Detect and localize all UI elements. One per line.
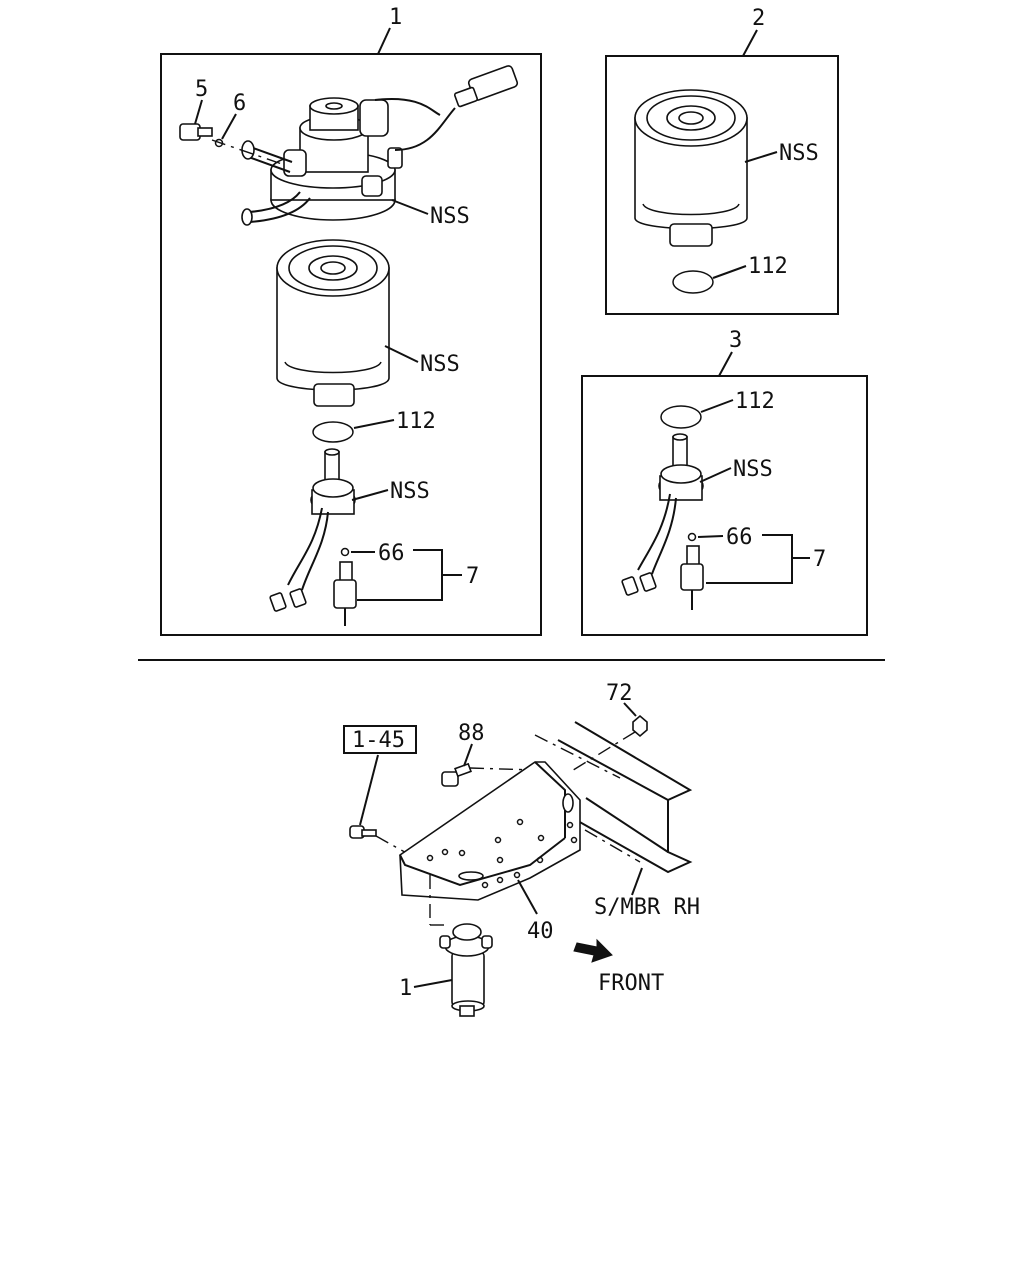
assembly-3-callout: 3 [729,328,742,353]
oring-112-1 [312,421,354,443]
nut-72-leader [623,702,637,717]
bolt-88 [441,762,472,787]
filter-head [241,65,519,226]
sensor-3-nss-leader [699,467,732,483]
filter-assy-1-callout: 1 [399,976,412,1001]
washer-6-callout: 6 [233,91,246,116]
water-sensor-3 [621,433,704,610]
bracket-40-callout: 40 [527,919,554,944]
assembly-1-leader [377,27,391,55]
front-arrow-icon [573,938,613,963]
water-sensor-1 [269,448,357,626]
head-nss-callout: NSS [430,204,470,229]
sensor-1-nss-leader [351,489,389,501]
assembly-1-callout: 1 [389,5,402,30]
nut-72-axis [569,731,636,773]
bolt-88-leader [463,743,473,767]
oring-112-3-callout: 112 [735,389,775,414]
filter-2-nss-leader [744,151,778,163]
filter-2-nss-callout: NSS [779,141,819,166]
filter-1-nss-leader [384,345,419,363]
assembly-1-frame [160,53,542,636]
side-member-label: S/MBR RH [594,895,700,920]
bolt-88-callout: 88 [458,721,485,746]
mounting-view: 72 88 1-45 [343,681,700,1017]
assembly-1-group: 1 [160,5,542,636]
bolt-1-45 [349,825,377,839]
nut-72 [632,714,648,738]
bolt-5-leader [194,99,203,125]
filter-1-nss-callout: NSS [420,352,460,377]
assembly-2-frame [605,55,839,315]
filter-assy-1-leader [413,979,453,988]
oring-112-1-leader [353,419,395,429]
ref-box-1-45 [343,725,417,754]
oring-66-1-callout: 66 [378,541,405,566]
bolt-5-callout: 5 [195,77,208,102]
oring-112-2-leader [712,265,747,279]
oring-66-3-leader [697,535,724,538]
assembly-3-group: 3 112 NSS 66 7 [581,328,868,636]
bracket-40 [399,761,581,901]
head-nss-leader [391,199,429,215]
bracket-40-leader [517,879,538,915]
front-label: FRONT [598,971,664,996]
ref-box-leader [359,754,379,826]
oring-66-3-callout: 66 [726,525,753,550]
filter-element-1 [276,239,390,407]
side-member-rail [534,721,693,874]
side-member-leader [631,867,643,896]
assembly-3-frame [581,375,868,636]
bolt-88-axis [469,767,536,771]
assembly-2-group: 2 NSS 112 [605,6,839,315]
assembly-2-callout: 2 [752,6,765,31]
ref-box-1-45-label: 1-45 [352,728,405,753]
oring-112-3-leader [700,399,734,413]
bolt-5 [179,123,213,141]
sensor-7-3-callout: 7 [813,547,826,572]
oring-112-1-callout: 112 [396,409,436,434]
washer-6-leader [221,113,237,140]
oring-112-2 [672,270,714,294]
oring-112-3 [660,405,702,429]
oring-112-2-callout: 112 [748,254,788,279]
assembly-2-leader [742,29,758,57]
bolt-axis [211,139,283,165]
sensor-1-nss-callout: NSS [390,479,430,504]
filter-assembly-1-small [439,923,493,1017]
sensor-3-nss-callout: NSS [733,457,773,482]
assembly-3-leader [718,351,733,377]
nut-72-callout: 72 [606,681,633,706]
filter-element-2 [634,89,748,247]
sensor-7-1-callout: 7 [466,564,479,589]
